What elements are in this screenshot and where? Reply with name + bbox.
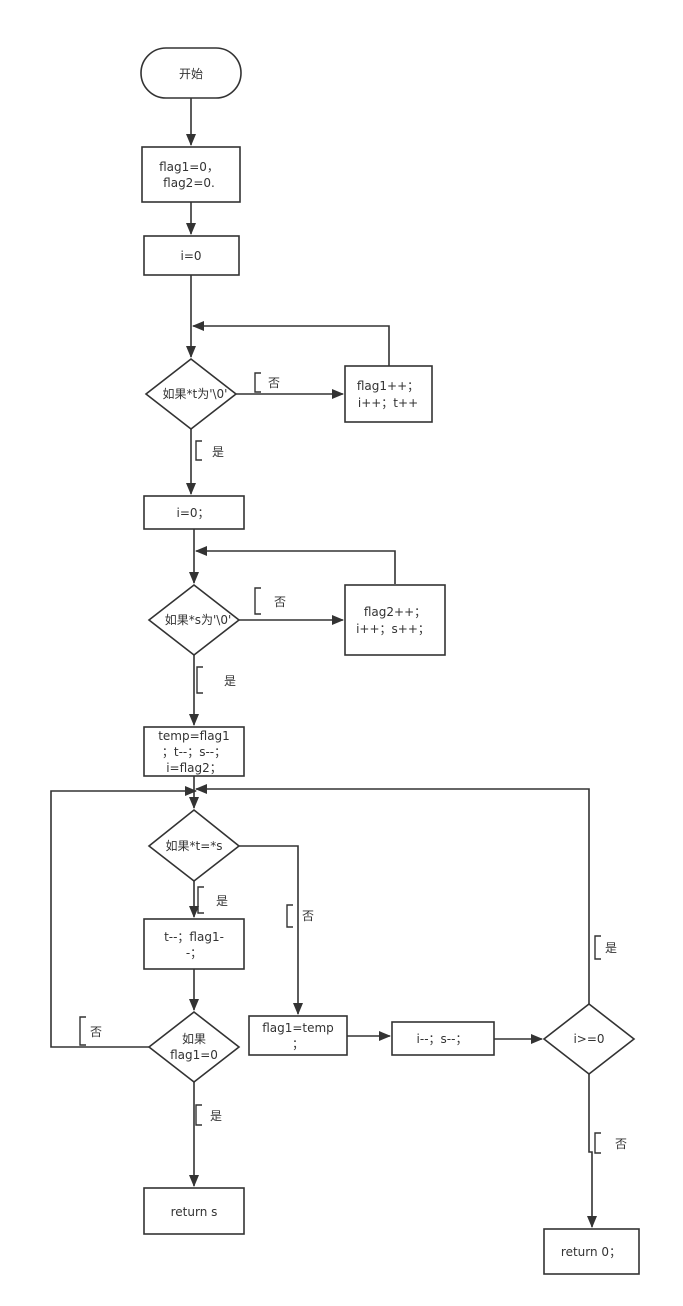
node-set-temp-line-3: i=flag2； [166, 761, 222, 775]
node-dec-i: i--；s--； [391, 1021, 495, 1056]
label-cond-s-yes: 是 [224, 674, 236, 688]
node-cond-t: 如果*t为'\0' [144, 357, 238, 431]
node-set-temp: temp=flag1 ；t--；s--； i=flag2； [143, 726, 245, 777]
node-init-flags-line-2: flag2=0. [163, 176, 215, 190]
node-dec-t-line-2: -； [186, 946, 202, 960]
node-dec-t-line-1: t--；flag1- [164, 930, 224, 944]
label-cond-s-no: 否 [274, 595, 286, 609]
node-set-temp-line-1: temp=flag1 [158, 729, 230, 743]
node-return-s-label: return s [171, 1205, 218, 1219]
node-cond-i-label: i>=0 [573, 1032, 604, 1046]
node-inc-flag2-line-1: flag2++； [364, 605, 426, 619]
node-dec-i-label: i--；s--； [417, 1032, 468, 1046]
node-cond-eq-label: 如果*t=*s [165, 838, 222, 853]
node-reset-flag1-line-1: flag1=temp [262, 1021, 334, 1035]
node-init-i: i=0 [143, 235, 240, 276]
node-dec-t: t--；flag1- -； [143, 918, 245, 970]
node-set-temp-line-2: ；t--；s--； [162, 745, 226, 759]
node-return-0: return 0； [543, 1228, 640, 1275]
node-init-flags-line-1: flag1=0， [159, 160, 219, 174]
node-start: 开始 [140, 47, 242, 99]
label-cond-eq-yes: 是 [216, 894, 228, 908]
label-cond-i-yes: 是 [605, 941, 617, 955]
node-init-flags: flag1=0， flag2=0. [141, 146, 241, 203]
node-cond-eq: 如果*t=*s [147, 808, 241, 883]
edge-cond-i-yes [195, 784, 590, 1004]
label-cond-eq-no: 否 [302, 909, 314, 923]
node-cond-s: 如果*s为'\0' [147, 583, 241, 657]
label-cond-flag1-yes: 是 [210, 1109, 222, 1123]
edge-cond-flag1-no [50, 786, 197, 1048]
node-cond-flag1-line-2: flag1=0 [170, 1048, 218, 1062]
label-cond-i-no: 否 [615, 1137, 627, 1151]
node-inc-flag2-line-2: i++；s++； [356, 622, 430, 636]
label-cond-t-no: 否 [268, 376, 280, 390]
node-inc-flag2: flag2++； i++；s++； [344, 584, 446, 656]
node-inc-flag1-line-2: i++；t++ [358, 396, 418, 410]
node-inc-flag1-line-1: flag1++； [357, 379, 419, 393]
node-return-0-label: return 0； [561, 1245, 621, 1259]
node-cond-flag1-line-1: 如果 [182, 1031, 206, 1046]
node-reset-i: i=0； [143, 495, 245, 530]
node-return-s: return s [143, 1187, 245, 1235]
node-cond-t-label: 如果*t为'\0' [163, 386, 228, 401]
label-cond-t-yes: 是 [212, 445, 224, 459]
node-cond-i: i>=0 [542, 1002, 636, 1076]
node-reset-i-label: i=0； [176, 506, 209, 520]
node-cond-s-label: 如果*s为'\0' [165, 612, 232, 627]
node-init-i-label: i=0 [180, 249, 201, 263]
node-reset-flag1-line-2: ； [292, 1037, 304, 1051]
edge-cond-i-no [587, 1074, 597, 1228]
label-cond-flag1-no: 否 [90, 1025, 102, 1039]
edge-inc-flag1-loop-back [192, 321, 390, 366]
connectors [50, 98, 597, 1228]
node-inc-flag1: flag1++； i++；t++ [344, 365, 433, 423]
node-reset-flag1: flag1=temp ； [248, 1015, 348, 1056]
edge-cond-eq-no [239, 845, 303, 1015]
edge-inc-flag2-loop-back [195, 546, 396, 584]
node-start-label: 开始 [179, 67, 203, 81]
node-cond-flag1: 如果 flag1=0 [147, 1010, 241, 1084]
branch-labels: 否 是 否 是 是 否 否 是 是 否 [79, 372, 627, 1154]
